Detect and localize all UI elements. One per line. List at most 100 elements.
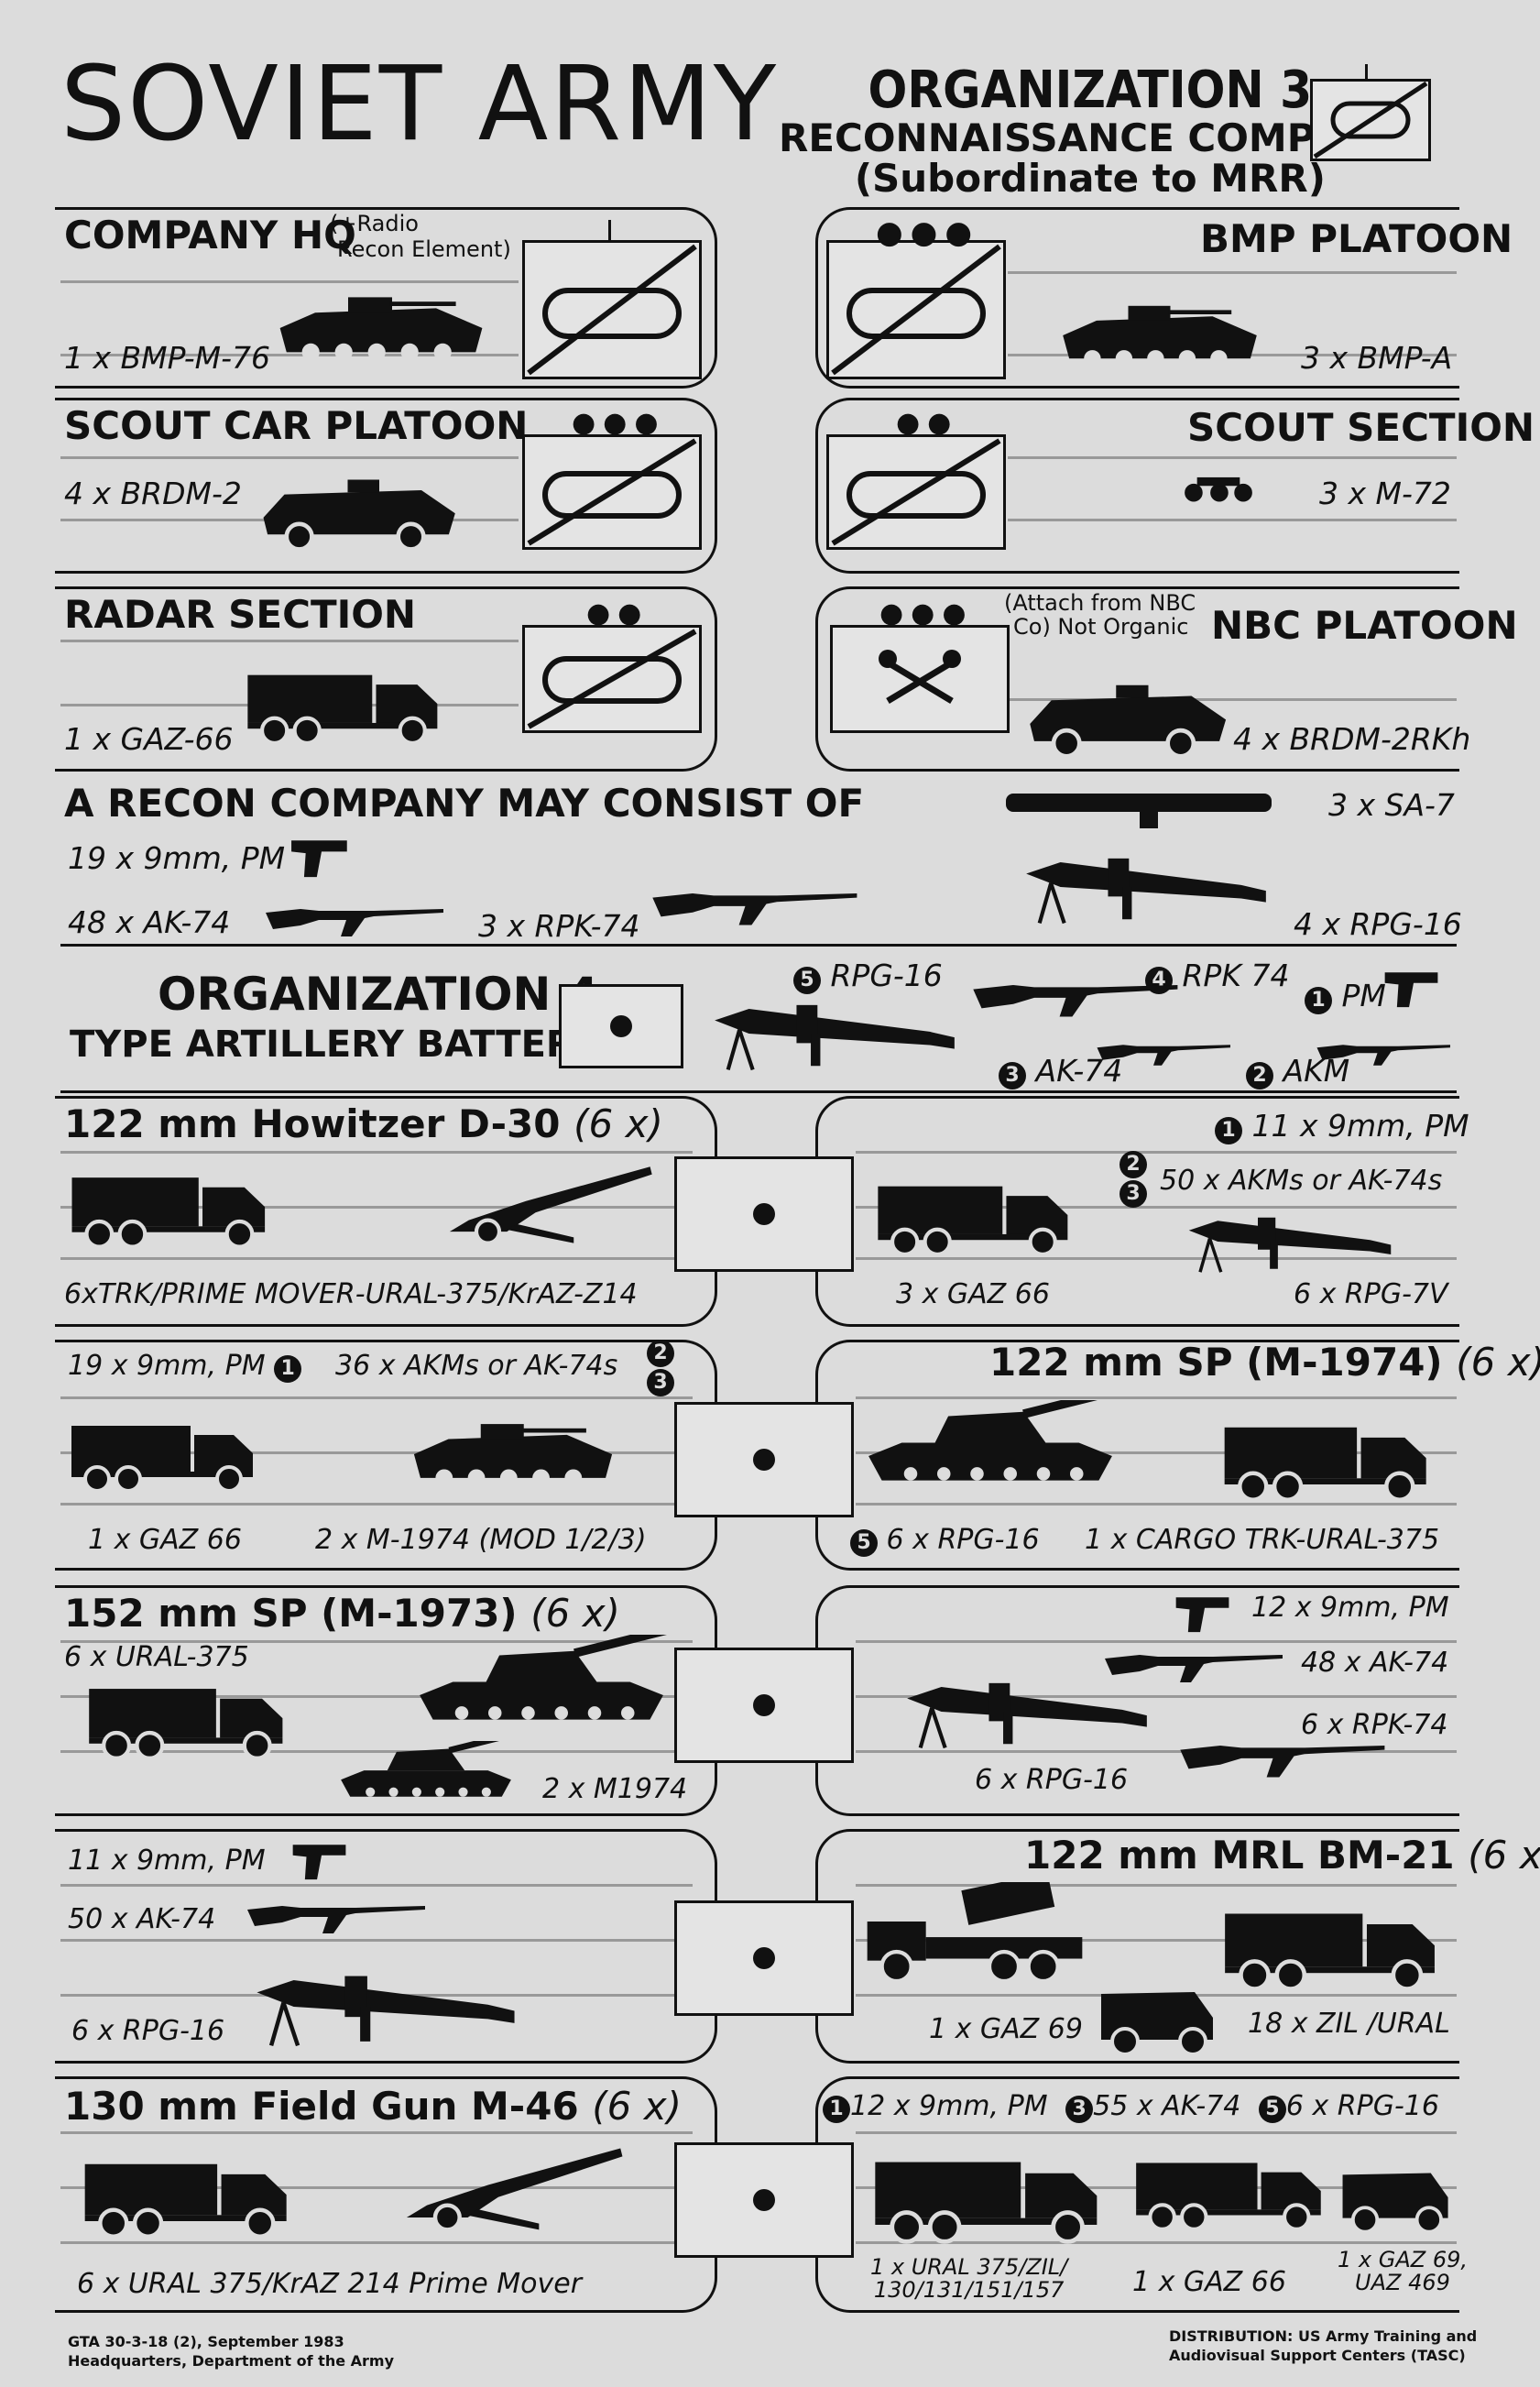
bmp-m76-silhouette [271, 284, 491, 372]
hq-symbol-staff [608, 220, 611, 240]
legend-number: 3 [1065, 2096, 1094, 2123]
gaz-69-silhouette [1336, 2155, 1457, 2238]
radar-section-equip: 1 x GAZ-66 [64, 721, 234, 757]
section-dots: ●● [586, 597, 650, 630]
nbc-note: (Attach from NBC [1004, 590, 1196, 616]
divider [856, 1695, 1457, 1698]
divider [60, 1695, 693, 1698]
platoon-dots: ●●● [876, 214, 980, 251]
divider [60, 1750, 693, 1753]
rifle-icon [1316, 1035, 1453, 1072]
row2-right-count: (6 x) [1456, 1340, 1540, 1385]
divider [60, 1396, 693, 1399]
org3-heading: ORGANIZATION 3 RECONNAISSANCE COMPANY (S… [779, 63, 1402, 201]
legend-label: PM [1341, 978, 1386, 1013]
d-30-howitzer-silhouette [431, 1160, 660, 1252]
legend-number: 1 [274, 1355, 302, 1383]
row4-right-zil: 18 x ZIL /URAL [1248, 2008, 1450, 2040]
row3-left-ural: 6 x URAL-375 [64, 1641, 249, 1673]
zil-ural-silhouette [1209, 1897, 1457, 1992]
scout-section-symbol [826, 434, 1006, 550]
row2-left-pm-text: 19 x 9mm, PM [68, 1350, 266, 1382]
legend-label: RPK 74 [1182, 958, 1290, 993]
divider [60, 2241, 693, 2244]
nbc-platoon-title: NBC PLATOON [1211, 603, 1518, 648]
pistol-icon [1174, 1593, 1235, 1638]
scout-car-symbol [522, 434, 702, 550]
m-46-gun-silhouette [348, 2144, 669, 2236]
legend-number: 3 [999, 1062, 1026, 1089]
row5-right-gaz66: 1 x GAZ 66 [1132, 2266, 1286, 2298]
recon-company-symbol [1310, 79, 1431, 161]
row2-right-rpg: 5 6 x RPG-16 [850, 1527, 1040, 1557]
row4-left-pm: 11 x 9mm, PM [68, 1845, 266, 1877]
legend-number: 1 [1305, 987, 1332, 1014]
divider [60, 1640, 693, 1643]
divider [60, 1206, 693, 1209]
divider [60, 456, 519, 459]
org3-subordinate: (Subordinate to MRR) [854, 155, 1326, 201]
divider [60, 944, 1457, 947]
legend-number: 3 [647, 1369, 674, 1396]
divider [60, 1090, 1457, 1093]
row4-right-count: (6 x) [1468, 1833, 1540, 1878]
row5-title-text: 130 mm Field Gun M-46 [64, 2084, 579, 2129]
pistol-icon [289, 836, 354, 883]
row3-right-ak: 48 x AK-74 [1301, 1647, 1449, 1679]
rifle-icon [264, 898, 447, 944]
row5-right-gaz69: 1 x GAZ 69, UAZ 469 [1338, 2247, 1468, 2294]
row1-title: 122 mm Howitzer D-30 (6 x) [64, 1105, 663, 1144]
row4-right-gaz: 1 x GAZ 69 [929, 2013, 1083, 2045]
gaz-66-silhouette [870, 1164, 1081, 1265]
bmp-platoon-equip: 3 x BMP-A [1301, 340, 1453, 376]
row2-left-ak: 36 x AKMs or AK-74s [335, 1350, 618, 1382]
row2-right-title: 122 mm SP (M-1974) (6 x) [989, 1343, 1540, 1382]
row3-title: 152 mm SP (M-1973) (6 x) [64, 1594, 620, 1633]
footer-right-line2: Audiovisual Support Centers (TASC) [1169, 2346, 1466, 2364]
row2-right-rpg-text: 6 x RPG-16 [886, 1524, 1040, 1556]
row1-left-caption: 6xTRK/PRIME MOVER-URAL-375/KrAZ-Z14 [64, 1278, 638, 1310]
battery-symbol [674, 2142, 854, 2258]
row2-left-pm: 19 x 9mm, PM 1 [68, 1350, 302, 1383]
divider [1008, 271, 1457, 274]
ural-375-silhouette [1200, 1411, 1457, 1503]
divider [1008, 519, 1457, 521]
row2-right-cargo: 1 x CARGO TRK-URAL-375 [1085, 1524, 1440, 1556]
row4-right-title-text: 122 mm MRL BM-21 [1024, 1833, 1455, 1878]
battery-symbol [674, 1900, 854, 2016]
footer-right: DISTRIBUTION: US Army Training and Audio… [1169, 2327, 1477, 2366]
nbc-platoon-equip: 4 x BRDM-2RKh [1233, 721, 1471, 757]
row5-right-ural-line1: 1 x URAL 375/ZIL/ [870, 2254, 1068, 2280]
divider [856, 1451, 1457, 1454]
divider [60, 1257, 693, 1260]
row3-right-rpk: 6 x RPK-74 [1301, 1709, 1448, 1741]
legend-5: 5 RPG-16 [793, 960, 943, 994]
battery-symbol [674, 1156, 854, 1272]
legend-label: AKM [1283, 1053, 1350, 1089]
legend-number: 1 [823, 2096, 850, 2123]
machine-gun-icon [650, 870, 861, 944]
rpg-7v-icon [1171, 1210, 1409, 1274]
row3-right-pm: 12 x 9mm, PM [1251, 1592, 1449, 1624]
footer-right-line1: DISTRIBUTION: US Army Training and [1169, 2327, 1478, 2345]
org4-subtitle: TYPE ARTILLERY BATTERIES [70, 1024, 639, 1066]
rpg-icon [903, 1668, 1151, 1756]
legend-number: 1 [1215, 1117, 1242, 1144]
row2-left-gaz: 1 x GAZ 66 [88, 1524, 242, 1556]
company-hq-note-2: Recon Element) [337, 236, 511, 262]
legend-number: 2 [647, 1340, 674, 1367]
recon-rpk: 3 x RPK-74 [478, 908, 640, 944]
rifle-icon [1096, 1035, 1233, 1072]
bmp-platoon-symbol [826, 240, 1006, 379]
divider [856, 2241, 1457, 2244]
gaz-66-silhouette [1129, 2135, 1334, 2245]
row1-right-pm-text: 11 x 9mm, PM [1251, 1108, 1469, 1144]
divider [60, 640, 519, 642]
row5-right-gaz69-line1: 1 x GAZ 69, [1338, 2247, 1468, 2272]
section-dots: ●● [896, 407, 959, 439]
battery-symbol [674, 1648, 854, 1763]
bmp-a-silhouette [1041, 293, 1279, 378]
recon-ak: 48 x AK-74 [68, 904, 231, 940]
scout-car-panel [55, 398, 717, 574]
scout-car-equip: 4 x BRDM-2 [64, 476, 242, 511]
